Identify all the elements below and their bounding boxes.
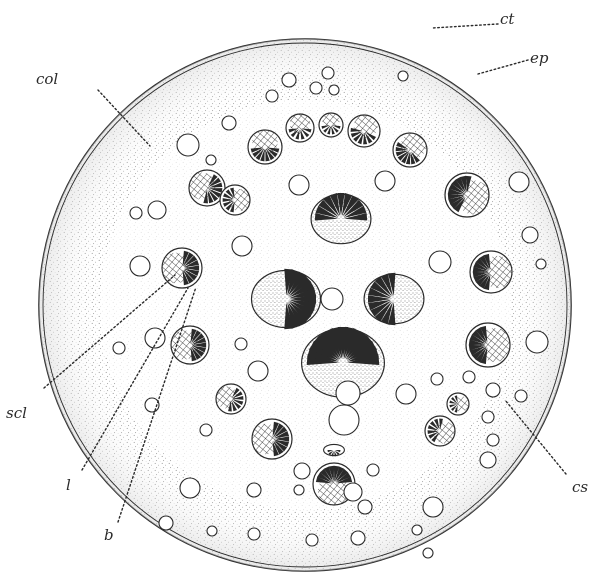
vascular-bundle: [393, 133, 427, 167]
leader-ep: [478, 60, 528, 74]
label-scl: scl: [6, 404, 27, 422]
cavity: [207, 526, 217, 536]
cavity: [282, 73, 296, 87]
cavity: [367, 464, 379, 476]
label-ct: ct: [500, 10, 515, 28]
central-bundle: [311, 193, 371, 244]
cavity: [232, 236, 252, 256]
cavity: [522, 227, 538, 243]
cavity: [159, 516, 173, 530]
vascular-bundle: [425, 416, 455, 446]
label-ep: ep: [530, 49, 549, 67]
cavity: [412, 525, 422, 535]
vascular-bundle: [319, 113, 343, 137]
cavity: [423, 548, 433, 558]
cavity: [266, 90, 278, 102]
cavity: [322, 67, 334, 79]
cavity: [130, 207, 142, 219]
cavity: [463, 371, 475, 383]
cavity: [375, 171, 395, 191]
cavity: [396, 384, 416, 404]
cavity: [358, 500, 372, 514]
cavity: [482, 411, 494, 423]
cavity: [248, 528, 260, 540]
cavity: [398, 71, 408, 81]
cavity: [180, 478, 200, 498]
label-col: col: [36, 70, 58, 88]
label-b: b: [104, 526, 114, 544]
cavity: [487, 434, 499, 446]
cavity: [344, 483, 362, 501]
cavity: [113, 342, 125, 354]
vascular-bundle: [216, 384, 246, 414]
cavity: [247, 483, 261, 497]
vascular-bundle: [248, 129, 282, 164]
cavity: [130, 256, 150, 276]
cavity: [480, 452, 496, 468]
vascular-bundle: [286, 114, 314, 142]
cavity: [177, 134, 199, 156]
cavity: [423, 497, 443, 517]
label-cs: cs: [572, 478, 588, 496]
cavity: [321, 288, 343, 310]
cavity: [329, 405, 359, 435]
cavity: [310, 82, 322, 94]
cavity: [294, 463, 310, 479]
cavity: [486, 383, 500, 397]
cavity: [306, 534, 318, 546]
cavity: [526, 331, 548, 353]
cavity: [235, 338, 247, 350]
cavity: [329, 85, 339, 95]
cavity: [294, 485, 304, 495]
label-l: l: [66, 476, 71, 494]
central-bundle: [364, 273, 424, 325]
cavity: [509, 172, 529, 192]
vascular-bundle: [447, 393, 469, 415]
cavity: [200, 424, 212, 436]
cavity: [429, 251, 451, 273]
cavity: [222, 116, 236, 130]
vascular-bundle: [220, 185, 251, 215]
cavity: [336, 381, 360, 405]
vascular-bundle: [348, 114, 380, 147]
cavity: [536, 259, 546, 269]
cavity: [515, 390, 527, 402]
cavity: [431, 373, 443, 385]
cavity: [248, 361, 268, 381]
cavity: [289, 175, 309, 195]
cavity: [351, 531, 365, 545]
cavity: [148, 201, 166, 219]
cavity: [206, 155, 216, 165]
leader-ct: [432, 24, 498, 28]
